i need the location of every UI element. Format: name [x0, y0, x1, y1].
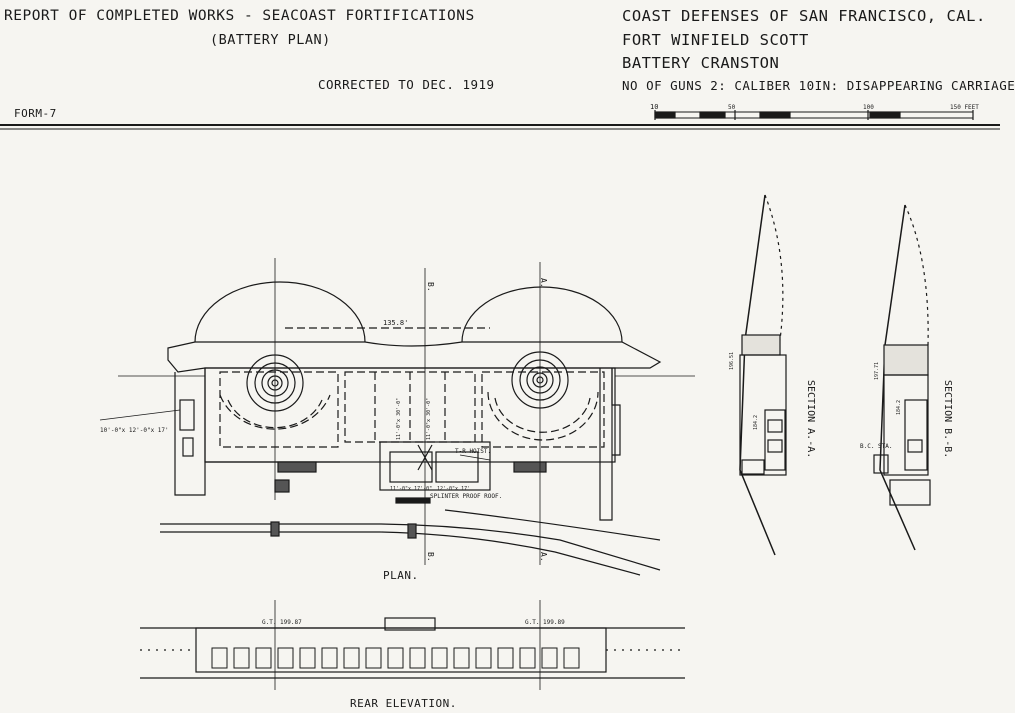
- rear-elevation-bay: [211, 647, 228, 669]
- gt-right-label: G.T. 199.89: [525, 619, 565, 626]
- scale-end: 150 FEET: [950, 104, 979, 111]
- left-dimension-label: 10'-0"x 12'-0"x 17': [100, 427, 169, 434]
- elevation-a2: 184.2: [753, 415, 759, 430]
- battery-name: BATTERY CRANSTON: [622, 54, 780, 72]
- scale-start: 10: [650, 103, 658, 111]
- section-a-a: [739, 194, 787, 556]
- room-dimension-1: 11'-0"x 17'-0": [390, 486, 432, 492]
- section-b-label: SECTION B.-B.: [942, 380, 953, 458]
- rear-elevation-bay: [475, 647, 492, 669]
- elevation-b1: 197.71: [874, 362, 880, 380]
- t-r-hoist-label: T-R HOIST.: [455, 448, 491, 455]
- section-b-b: [873, 204, 931, 551]
- rear-elevation-bay: [563, 647, 580, 669]
- rear-elevation: [140, 600, 685, 690]
- coast-defenses-title: COAST DEFENSES OF SAN FRANCISCO, CAL.: [622, 7, 986, 25]
- splinter-label: SPLINTER PROOF ROOF.: [430, 493, 502, 500]
- rear-elevation-bay: [233, 647, 250, 669]
- section-a-label: SECTION A.-A.: [805, 380, 816, 458]
- rear-elevation-bay: [387, 647, 404, 669]
- rear-elevation-bay: [365, 647, 382, 669]
- rear-elevation-bay: [343, 647, 360, 669]
- rear-elevation-bay: [497, 647, 514, 669]
- marker-a-top: A.: [539, 278, 548, 288]
- left-gun-dome: [194, 281, 366, 343]
- gun-specs: NO OF GUNS 2: CALIBER 10IN: DISAPPEARING…: [622, 78, 1015, 93]
- rear-elevation-bay: [541, 647, 558, 669]
- mid-dimension-1: 11'-0"x 30'-0": [396, 398, 402, 440]
- span-dimension: 135.8': [383, 319, 408, 327]
- report-title: REPORT OF COMPLETED WORKS - SEACOAST FOR…: [4, 8, 475, 24]
- rear-elevation-bay: [321, 647, 338, 669]
- rear-elevation-bay: [453, 647, 470, 669]
- fort-name: FORT WINFIELD SCOTT: [622, 31, 809, 49]
- scale-mid2: 100: [863, 104, 874, 111]
- bc-station-label: B.C. STA.: [860, 443, 893, 450]
- room-dimension-2: 12'-0"x 17': [437, 486, 470, 492]
- rear-elevation-bay: [409, 647, 426, 669]
- marker-a-bottom: A.: [539, 552, 548, 562]
- gt-left-label: G.T. 199.87: [262, 619, 302, 626]
- marker-b-bottom: B.: [426, 552, 435, 562]
- plan-label: PLAN.: [383, 569, 419, 582]
- mid-dimension-2: 11'-0"x 30'-0": [426, 398, 432, 440]
- rear-elevation-bay: [255, 647, 272, 669]
- elevation-a1: 196.51: [729, 352, 735, 370]
- form-number: FORM-7: [14, 107, 57, 120]
- rear-elevation-bay: [431, 647, 448, 669]
- marker-b-top: B.: [426, 282, 435, 292]
- corrected-date: CORRECTED TO DEC. 1919: [318, 77, 495, 92]
- scale-mid1: 50: [728, 104, 736, 111]
- plan-type: (BATTERY PLAN): [210, 32, 331, 48]
- rear-elevation-bay: [299, 647, 316, 669]
- rear-elevation-bay: [277, 647, 294, 669]
- scale-bar: [654, 110, 974, 120]
- elevation-b2: 184.2: [896, 400, 902, 415]
- rear-elevation-bay: [519, 647, 536, 669]
- rear-elevation-label: REAR ELEVATION.: [350, 697, 457, 710]
- right-gun-dome: [461, 286, 623, 343]
- rear-elevation-bays: [211, 647, 580, 669]
- plan-view: [99, 258, 695, 576]
